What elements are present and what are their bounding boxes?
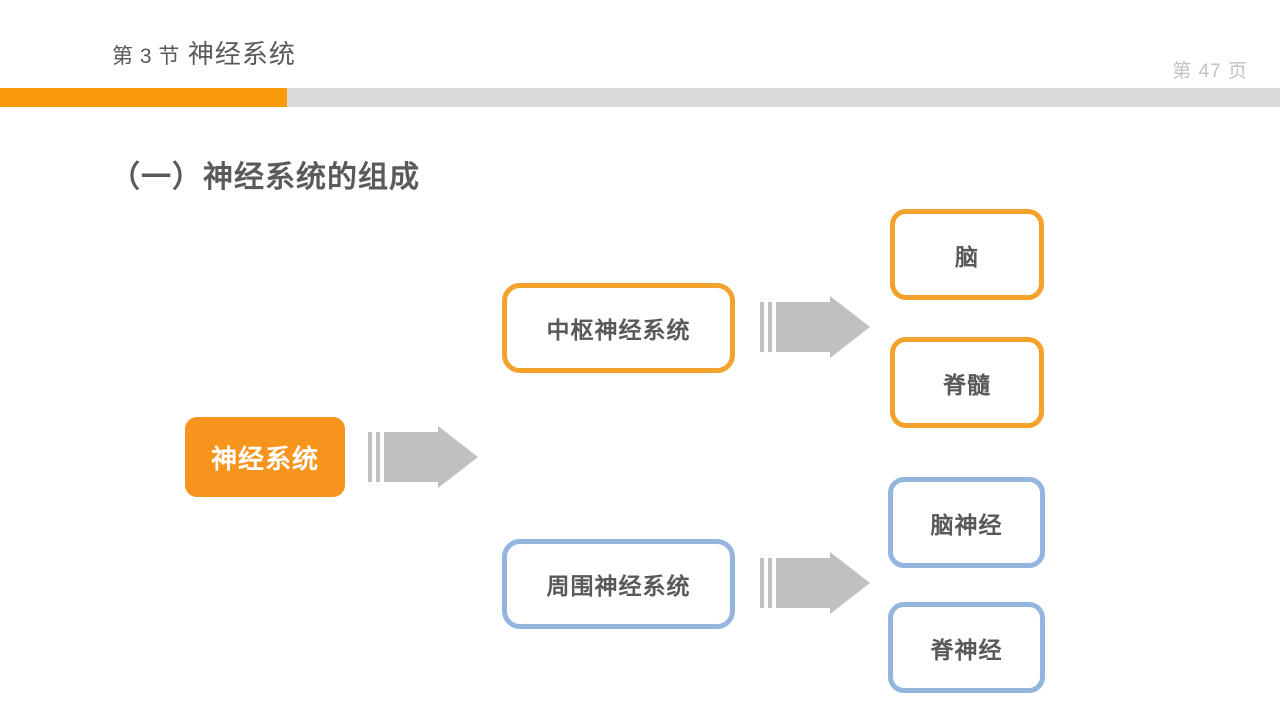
header-section-prefix: 第 3 节 (112, 45, 180, 68)
node-peripheral-nervous-system: 周围神经系统 (502, 539, 735, 629)
slide-header: 第 3 节神经系统 第 47 页 (0, 0, 1280, 88)
header-title: 第 3 节神经系统 (112, 41, 296, 67)
block-arrow-icon-cns (760, 296, 870, 358)
node-spinal-cord: 脊髓 (890, 337, 1044, 428)
node-nervous-system: 神经系统 (185, 417, 345, 497)
header-section-title: 神经系统 (187, 39, 296, 69)
header-divider-bar (0, 88, 1280, 107)
node-brain: 脑 (890, 209, 1044, 300)
node-cranial-nerves: 脑神经 (888, 477, 1045, 568)
block-arrow-icon-root (368, 426, 478, 488)
block-arrow-icon-pns (760, 552, 870, 614)
node-central-nervous-system: 中枢神经系统 (502, 283, 735, 373)
page-number: 第 47 页 (1172, 61, 1248, 82)
page-title: （一）神经系统的组成 (110, 161, 420, 194)
divider-gray-segment (0, 88, 1280, 107)
divider-orange-segment (0, 88, 287, 107)
node-spinal-nerves: 脊神经 (888, 602, 1045, 693)
